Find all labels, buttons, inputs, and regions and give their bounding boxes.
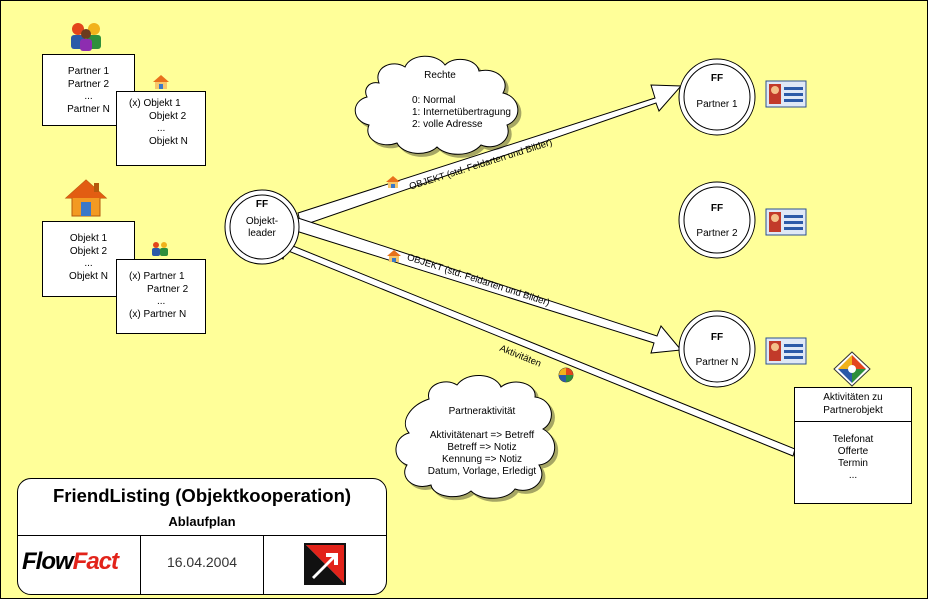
house-icon (153, 75, 169, 89)
flowfact-logo: FlowFact (22, 548, 119, 576)
partner1-label: Partner 1 (696, 99, 738, 110)
partner-list-sel-line: (x) Partner N (129, 308, 187, 320)
partner2-label: Partner 2 (696, 228, 738, 239)
title-panel-divider (263, 535, 264, 594)
objekt-list-line: Objekt 2 (69, 245, 108, 257)
aktivitaeten-item: Telefonat (832, 434, 874, 445)
partner-list-line: Partner 1 (67, 66, 110, 77)
contact-card-icon (765, 337, 807, 365)
diagram-date: 16.04.2004 (166, 554, 238, 570)
partner-list-line: Partner 2 (67, 78, 110, 90)
partner1-node-inner (683, 63, 751, 131)
aktivitaeten-box-header: Aktivitäten zu Partnerobjekt (795, 388, 911, 422)
partner-list-line: ... (84, 91, 93, 102)
partner-list-sel-line: Partner 2 (147, 283, 189, 295)
objekt-list-line: (x) Objekt 1 (129, 98, 181, 109)
partner2-title: FF (710, 203, 724, 214)
rechte-title: Rechte (424, 70, 456, 81)
aktivitaeten-item: Termin (837, 458, 868, 469)
aktivitaeten-item: ... (848, 470, 858, 481)
rechte-line: 1: Internetübertragung (412, 107, 511, 118)
partnerN-title: FF (710, 332, 724, 343)
partnerN-label: Partner N (695, 357, 739, 368)
house-icon (387, 250, 401, 262)
activity-ball-icon (833, 351, 871, 387)
objektleader-node-inner (229, 194, 295, 260)
aktivitaeten-header-line: Partnerobjekt (823, 404, 883, 416)
diagram-title: FriendListing (Objektkooperation) (52, 485, 352, 506)
partner-list-sel-box: (x) Partner 1 Partner 2 ... (x) Partner … (116, 259, 206, 334)
partner-list-line: Partner N (67, 103, 110, 115)
objekt-list-line: Objekt N (69, 270, 108, 282)
objekt-list-line: ... (84, 258, 93, 269)
aktivitaeten-box-list: Telefonat Offerte Termin ... (795, 422, 911, 482)
title-panel-divider (18, 535, 386, 536)
partneraktivitaet-lines: Aktivitätenart => Betreff Betreff => Not… (412, 430, 552, 478)
objektleader-label-line: Objekt- (245, 216, 279, 227)
house-icon (386, 176, 400, 188)
flowfact-logo-fact: Fact (72, 548, 119, 575)
partner2-node-inner (683, 186, 751, 254)
objekt-list-line: ... (157, 123, 166, 134)
objektleader-label: Objekt- leader (232, 216, 292, 240)
flowfact-logo-flow: Flow (22, 548, 74, 575)
flowfact-emblem-icon (304, 543, 346, 585)
objektleader-label-line: leader (248, 228, 276, 239)
partnerN-node-inner (683, 315, 751, 383)
aktivitaeten-item: Offerte (837, 446, 869, 457)
aktivitaeten-header-line: Aktivitäten zu (823, 392, 883, 403)
objekt-list-line: Objekt N (149, 135, 188, 147)
partner1-title: FF (710, 73, 724, 84)
partneraktivitaet-line: Datum, Vorlage, Erledigt (427, 466, 537, 477)
rechte-line: 2: volle Adresse (412, 119, 483, 130)
people-group-icon (71, 23, 101, 51)
rechte-cloud (354, 55, 519, 155)
rechte-lines: 0: Normal 1: Internetübertragung 2: voll… (412, 95, 511, 131)
partner-list-sel-line: (x) Partner 1 (129, 271, 185, 282)
partneraktivitaet-cloud (395, 375, 555, 499)
partneraktivitaet-line: Aktivitätenart => Betreff (429, 430, 535, 441)
partneraktivitaet-line: Betreff => Notiz (447, 442, 517, 453)
house-icon (64, 179, 108, 217)
title-panel-divider (140, 535, 141, 594)
objekt-list-line: Objekt 1 (69, 233, 108, 244)
diagram-subtitle: Ablaufplan (168, 514, 236, 529)
title-panel: FriendListing (Objektkooperation) Ablauf… (17, 478, 387, 595)
people-group-icon (152, 242, 168, 256)
rechte-line: 0: Normal (412, 95, 456, 106)
objekt-list-line: Objekt 2 (149, 110, 187, 122)
contact-card-icon (765, 80, 807, 108)
aktivitaeten-box: Aktivitäten zu Partnerobjekt Telefonat O… (794, 387, 912, 504)
objekt-arrow-upper (297, 84, 683, 227)
activity-ball-icon (558, 367, 574, 383)
objektleader-title: FF (255, 199, 269, 210)
partneraktivitaet-line: Kennung => Notiz (441, 454, 523, 465)
objekt-list-top-box: (x) Objekt 1 Objekt 2 ... Objekt N (116, 91, 206, 166)
partneraktivitaet-title: Partneraktivität (448, 406, 516, 417)
contact-card-icon (765, 208, 807, 236)
partner-list-sel-line: ... (157, 296, 166, 307)
